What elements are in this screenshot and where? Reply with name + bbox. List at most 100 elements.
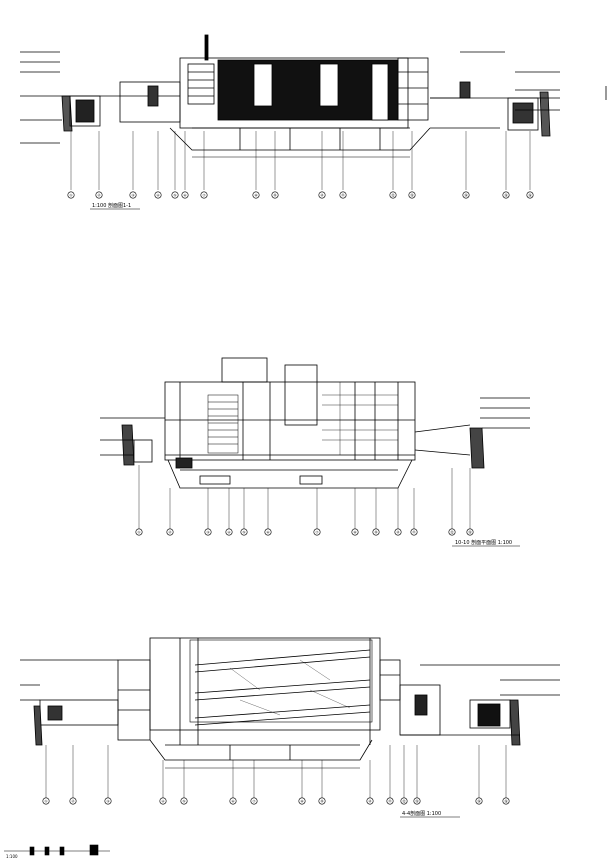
grid-bubble — [366, 797, 374, 805]
grid-bubble-label: ⑦ — [252, 799, 255, 803]
grid-bubble — [351, 528, 359, 536]
grid-bubble — [225, 528, 233, 536]
grid-bubble — [129, 191, 137, 199]
grid-bubble — [264, 528, 272, 536]
section-1-drawing — [20, 34, 560, 210]
grid-bubble-label: ⑥ — [266, 530, 270, 534]
section-3-grid-leaders — [45, 745, 507, 800]
grid-bubble-label: ① — [44, 799, 47, 803]
grid-bubble — [95, 191, 103, 199]
section-3-caption: 4-4剖面图 1:100 — [402, 810, 441, 817]
grid-bubble — [204, 528, 212, 536]
grid-bubble — [313, 528, 321, 536]
grid-bubble — [462, 191, 470, 199]
grid-bubble-label: ⑤ — [242, 530, 246, 534]
section-1-grid-leaders — [70, 131, 531, 190]
grid-bubble — [502, 797, 510, 805]
grid-bubble — [400, 797, 408, 805]
grid-bubble — [372, 528, 380, 536]
section-2-caption: 10-10 剖面平面图 1:100 — [455, 539, 512, 546]
grid-bubble-label: ⑫ — [391, 192, 395, 197]
grid-bubble-label: ⑩ — [368, 799, 371, 803]
section-2-drawing — [100, 357, 530, 547]
grid-bubble-label: ⑦ — [315, 530, 318, 534]
grid-bubble — [171, 191, 179, 199]
grid-bubble-label: ⑤ — [173, 193, 177, 197]
grid-bubble-label: ⑬ — [468, 529, 472, 534]
grid-bubble — [502, 191, 510, 199]
grid-bubble — [42, 797, 50, 805]
grid-bubble-label: ⑫ — [402, 798, 406, 803]
footer-scale-text: 1:100 — [6, 854, 18, 859]
grid-bubble — [475, 797, 483, 805]
grid-bubble — [318, 191, 326, 199]
grid-bubble — [252, 191, 260, 199]
grid-bubble — [410, 528, 418, 536]
grid-bubble-label: ⑯ — [528, 192, 532, 197]
grid-bubble-label: ⑨ — [320, 799, 324, 803]
grid-bubble-label: ② — [71, 799, 74, 803]
grid-bubble-label: ⑮ — [504, 798, 508, 803]
grid-bubble-label: ⑧ — [254, 193, 258, 197]
grid-bubble — [526, 191, 534, 199]
grid-bubble — [200, 191, 208, 199]
grid-bubble-label: ③ — [206, 530, 209, 534]
grid-bubble — [408, 191, 416, 199]
grid-bubble-label: ⑥ — [183, 193, 187, 197]
grid-bubble-label: ⑭ — [477, 798, 481, 803]
grid-bubble-label: ⑪ — [412, 529, 416, 534]
section-2-grid-leaders — [138, 465, 471, 535]
grid-bubble-label: ② — [97, 193, 100, 197]
grid-bubble-label: ⑩ — [396, 530, 399, 534]
grid-bubble-label: ⑬ — [415, 798, 419, 803]
grid-bubble — [389, 191, 397, 199]
section-1-caption: 1:100 剖面图1-1 — [92, 202, 131, 209]
grid-bubble-label: ③ — [131, 193, 134, 197]
sloped-seating — [194, 649, 371, 726]
grid-bubble — [394, 528, 402, 536]
grid-bubble-label: ⑤ — [182, 799, 186, 803]
grid-bubble — [181, 191, 189, 199]
grid-bubble — [413, 797, 421, 805]
grid-bubble — [67, 191, 75, 199]
grid-bubble-label: ⑧ — [300, 799, 304, 803]
left-earth-hatch — [61, 95, 101, 132]
grid-bubble — [180, 797, 188, 805]
section-3-drawing — [20, 637, 560, 818]
grid-bubble-label: ⑮ — [504, 192, 508, 197]
grid-bubble — [229, 797, 237, 805]
grid-bubble — [104, 797, 112, 805]
footer-scale-bar — [4, 844, 110, 856]
grid-bubble-label: ⑭ — [464, 192, 468, 197]
grid-bubble-label: ⑪ — [341, 192, 345, 197]
grid-bubble — [250, 797, 258, 805]
grid-bubble — [448, 528, 456, 536]
stair-block — [207, 394, 239, 454]
grid-bubble-label: ④ — [227, 530, 230, 534]
grid-bubble-label: ① — [69, 193, 72, 197]
grid-bubble-label: ③ — [106, 799, 109, 803]
grid-bubble-label: ⑩ — [320, 193, 323, 197]
grid-bubble — [154, 191, 162, 199]
grid-bubble-label: ⑫ — [450, 529, 454, 534]
grid-bubble-label: ⑧ — [353, 530, 357, 534]
grid-bubble — [69, 797, 77, 805]
grid-bubble-label: ④ — [161, 799, 164, 803]
grid-bubble-label: ② — [168, 530, 171, 534]
grid-bubble-label: ⑦ — [202, 193, 205, 197]
grid-bubble — [339, 191, 347, 199]
grid-bubble — [271, 191, 279, 199]
grid-bubble-label: ⑨ — [374, 530, 378, 534]
grid-bubble-label: ⑨ — [273, 193, 277, 197]
grid-bubble-label: ⑥ — [231, 799, 235, 803]
grid-bubble — [166, 528, 174, 536]
grid-bubble — [298, 797, 306, 805]
grid-bubble — [466, 528, 474, 536]
grid-bubble — [318, 797, 326, 805]
grid-bubble — [135, 528, 143, 536]
